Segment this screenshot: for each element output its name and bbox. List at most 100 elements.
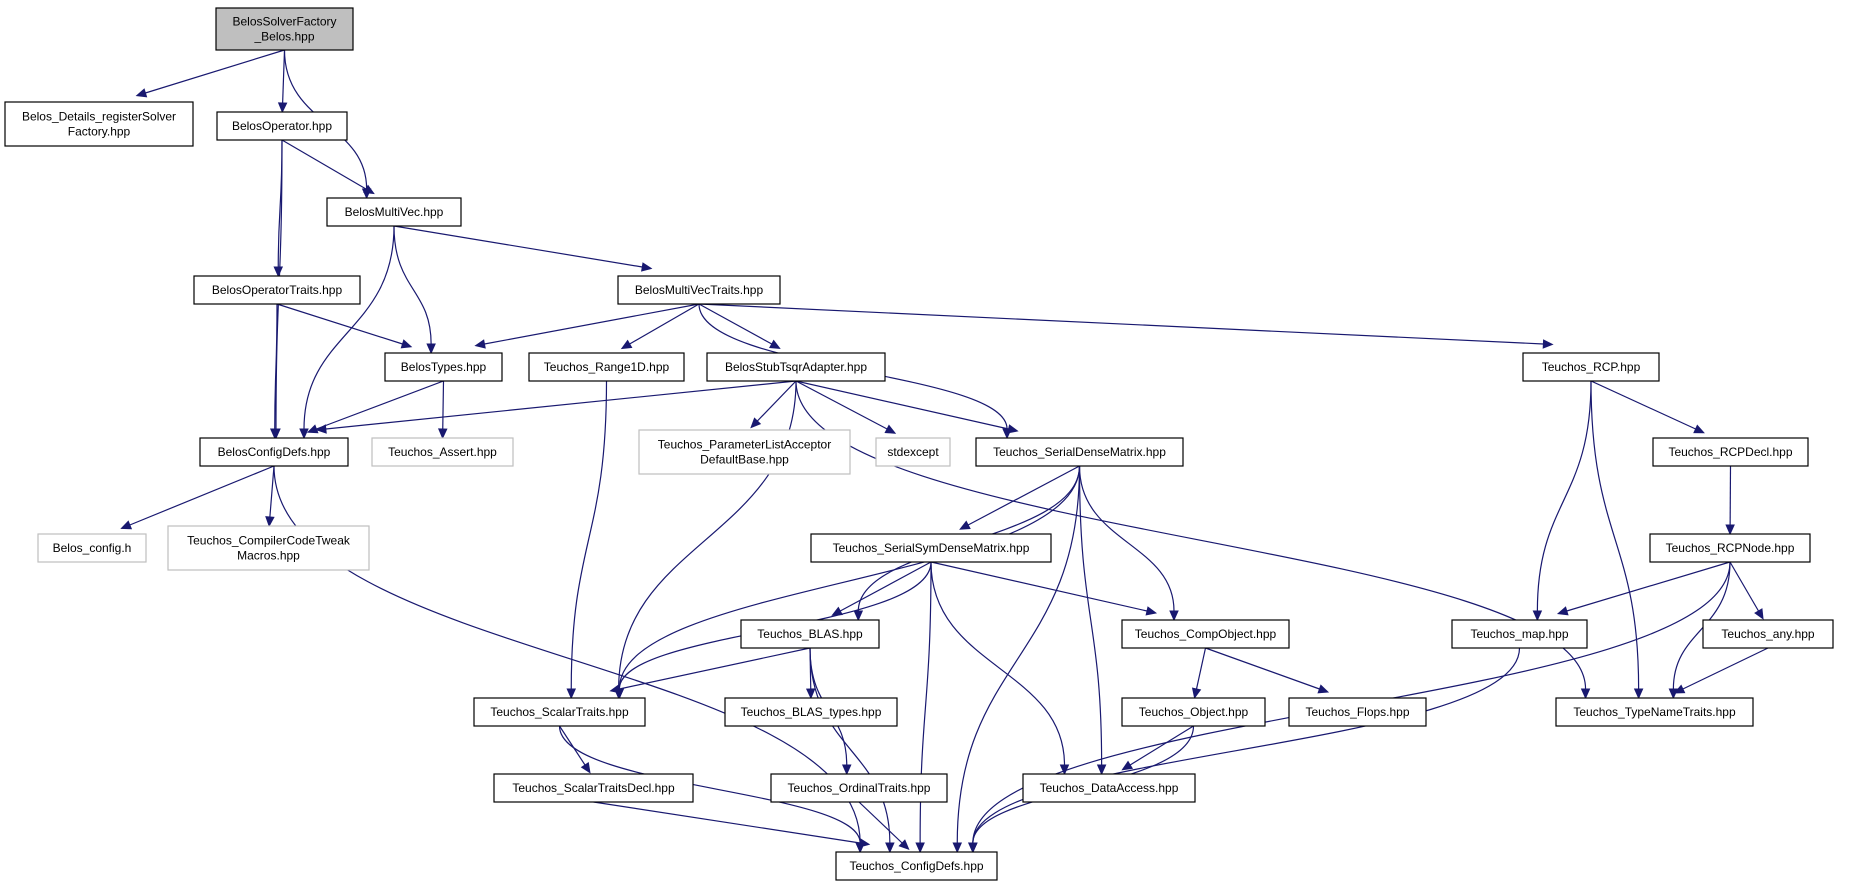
edge-rcpdecl-to-rcpnode [1725, 465, 1735, 536]
edge-line [1729, 561, 1760, 612]
node-box [199, 437, 349, 467]
node-box [1649, 533, 1811, 563]
edge-line [698, 303, 773, 345]
edge-scalartraits-to-stdecl [558, 725, 591, 774]
edge-arrowhead [265, 516, 275, 528]
edge-line [484, 303, 700, 345]
node-label: Teuchos_Assert.hpp [388, 445, 497, 459]
node-dataaccess[interactable]: Teuchos_DataAccess.hpp [1022, 773, 1196, 803]
node-assert: Teuchos_Assert.hpp [371, 437, 514, 467]
node-belosconfig: Belos_config.h [37, 533, 147, 563]
edge-line [1129, 725, 1194, 766]
edge-sdm-to-teuchosconfig [952, 465, 1081, 854]
edge-optraits-to-types [276, 303, 413, 349]
node-box [835, 851, 998, 881]
edge-sdm-to-compobj [1078, 465, 1179, 622]
edge-arrowhead [277, 102, 288, 114]
edge-arrowhead [620, 339, 633, 350]
node-map[interactable]: Teuchos_map.hpp [1451, 619, 1588, 649]
node-label: Teuchos_SerialDenseMatrix.hpp [993, 445, 1166, 459]
edge-arrowhead [1725, 524, 1735, 536]
node-label: BelosMultiVecTraits.hpp [635, 283, 764, 297]
edge-arrowhead [968, 842, 978, 854]
node-any[interactable]: Teuchos_any.hpp [1702, 619, 1834, 649]
node-types[interactable]: BelosTypes.hpp [384, 352, 503, 382]
edge-line [269, 465, 275, 518]
node-rcpnode[interactable]: Teuchos_RCPNode.hpp [1649, 533, 1811, 563]
edge-tsqr-to-plab [750, 380, 797, 429]
node-label: Teuchos_DataAccess.hpp [1040, 781, 1179, 795]
node-rcpdecl[interactable]: Teuchos_RCPDecl.hpp [1652, 437, 1809, 467]
edge-arrowhead [1580, 688, 1591, 700]
edge-line [972, 647, 1521, 844]
edge-arrowhead [1532, 610, 1543, 622]
node-box [1121, 619, 1290, 649]
edge-line [1205, 647, 1320, 690]
node-range1d[interactable]: Teuchos_Range1D.hpp [528, 352, 685, 382]
node-optraits[interactable]: BelosOperatorTraits.hpp [193, 275, 361, 305]
node-box [167, 525, 370, 571]
node-rcp[interactable]: Teuchos_RCP.hpp [1522, 352, 1660, 382]
node-label: Teuchos_CompObject.hpp [1135, 627, 1277, 641]
edge-line [129, 465, 275, 526]
edge-arrowhead [884, 424, 897, 434]
edge-line [956, 465, 1081, 844]
edge-line [1078, 465, 1175, 612]
node-teuchosconfig[interactable]: Teuchos_ConfigDefs.hpp [835, 851, 998, 881]
edge-line [274, 303, 278, 430]
node-label: Factory.hpp [68, 125, 131, 139]
node-label: stdexcept [887, 445, 939, 459]
node-box [528, 352, 685, 382]
node-sdm[interactable]: Teuchos_SerialDenseMatrix.hpp [975, 437, 1184, 467]
node-label: BelosConfigDefs.hpp [218, 445, 331, 459]
node-label: Teuchos_ParameterListAcceptor [658, 438, 831, 452]
node-box [1652, 437, 1809, 467]
edge-line [1590, 380, 1696, 430]
node-label: BelosTypes.hpp [401, 360, 487, 374]
edge-arrowhead [858, 838, 871, 848]
node-ordinal[interactable]: Teuchos_OrdinalTraits.hpp [770, 773, 948, 803]
node-box [1022, 773, 1196, 803]
node-root[interactable]: BelosSolverFactory_Belos.hpp [215, 7, 354, 51]
node-multivec[interactable]: BelosMultiVec.hpp [326, 197, 462, 227]
edge-line [593, 801, 861, 844]
node-blastypes[interactable]: Teuchos_BLAS_types.hpp [724, 697, 898, 727]
node-label: Teuchos_ScalarTraitsDecl.hpp [512, 781, 675, 795]
edge-arrowhead [1673, 684, 1686, 694]
edge-arrowhead [1145, 606, 1158, 616]
edge-arrowhead [853, 610, 864, 622]
node-mvtraits[interactable]: BelosMultiVecTraits.hpp [617, 275, 781, 305]
node-scalartraits[interactable]: Teuchos_ScalarTraits.hpp [473, 697, 646, 727]
edge-arrowhead [898, 839, 910, 851]
edge-arrowhead [1633, 688, 1644, 700]
node-object[interactable]: Teuchos_Object.hpp [1121, 697, 1266, 727]
node-operator[interactable]: BelosOperator.hpp [216, 111, 348, 141]
node-tsqr[interactable]: BelosStubTsqrAdapter.hpp [706, 352, 886, 382]
node-compobj[interactable]: Teuchos_CompObject.hpp [1121, 619, 1290, 649]
node-configdefs[interactable]: BelosConfigDefs.hpp [199, 437, 349, 467]
node-flops[interactable]: Teuchos_Flops.hpp [1288, 697, 1427, 727]
node-stdecl[interactable]: Teuchos_ScalarTraitsDecl.hpp [493, 773, 694, 803]
edge-multivec-to-mvtraits [393, 225, 653, 272]
node-stdexcept: stdexcept [875, 437, 951, 467]
node-blas[interactable]: Teuchos_BLAS.hpp [740, 619, 880, 649]
node-ssdm[interactable]: Teuchos_SerialSymDenseMatrix.hpp [810, 533, 1052, 563]
node-box [1702, 619, 1834, 649]
node-label: Teuchos_Object.hpp [1139, 705, 1249, 719]
edge-arrowhead [1007, 424, 1019, 434]
node-typename[interactable]: Teuchos_TypeNameTraits.hpp [1555, 697, 1754, 727]
node-box [384, 352, 503, 382]
edge-arrowhead [400, 339, 413, 349]
edge-line [858, 801, 903, 844]
node-box [770, 773, 948, 803]
edge-arrowhead [1317, 684, 1330, 694]
edge-line [145, 49, 285, 94]
edge-arrowhead [474, 339, 486, 349]
edge-line [558, 725, 586, 766]
node-label: BelosSolverFactory [232, 15, 336, 29]
edge-arrowhead [1191, 687, 1202, 699]
node-label: BelosMultiVec.hpp [345, 205, 444, 219]
